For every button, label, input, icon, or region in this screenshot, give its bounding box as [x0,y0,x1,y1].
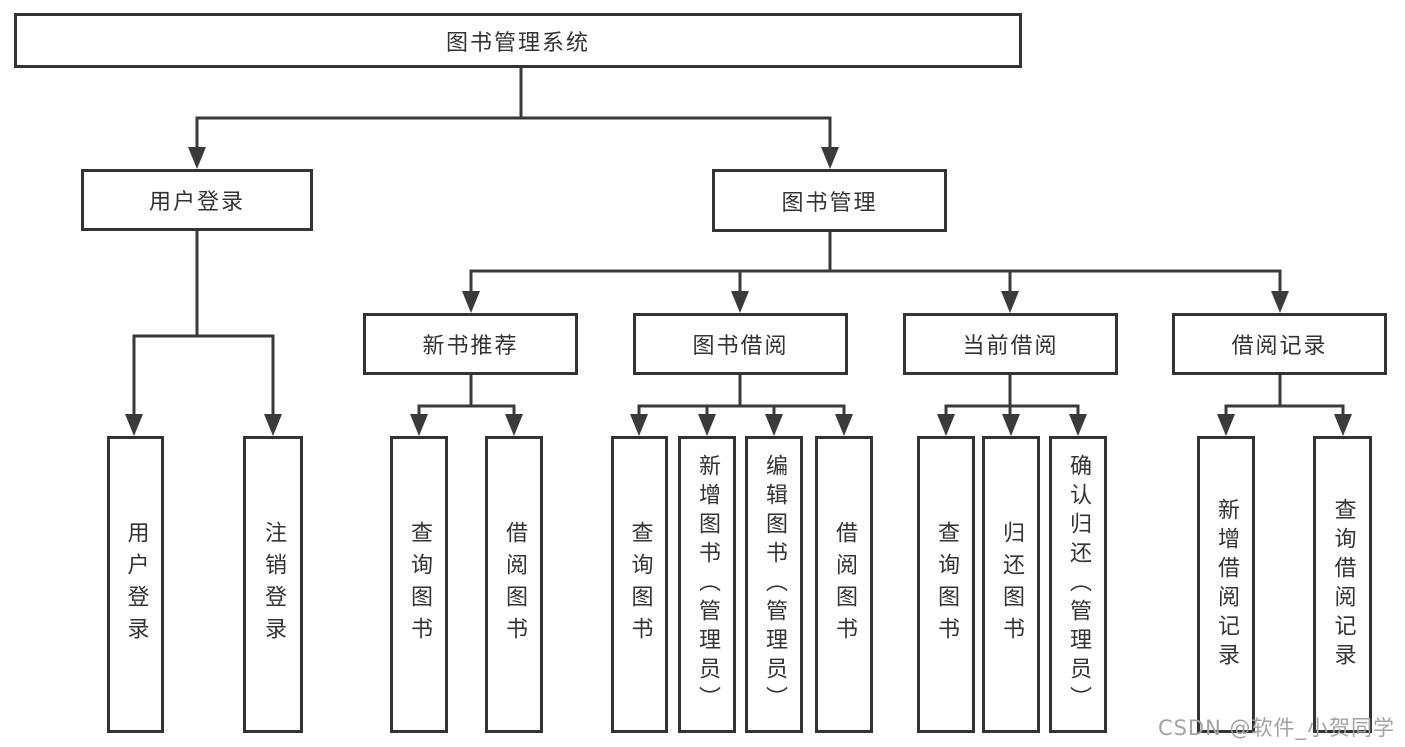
node-leaf-edit-book-admin-label: 编辑图书（管理员） [762,454,787,715]
node-leaf-query-books-3-label: 查询图书 [934,520,959,649]
node-user-login-label: 用户登录 [148,190,245,215]
node-leaf-return-books-label: 归还图书 [999,520,1024,649]
node-leaf-query-borrow-record-label: 查询借阅记录 [1330,497,1356,672]
node-leaf-borrow-books-1-label: 借阅图书 [502,520,527,649]
node-leaf-borrow-books-2-label: 借阅图书 [832,520,857,649]
node-leaf-query-books-1: 查询图书 [390,436,448,733]
node-new-book-recommend-label: 新书推荐 [422,334,519,359]
node-leaf-confirm-return-admin: 确认归还（管理员） [1049,436,1107,733]
node-leaf-add-book-admin: 新增图书（管理员） [678,436,736,733]
node-borrowing-records: 借阅记录 [1172,313,1387,375]
node-book-management: 图书管理 [712,169,947,232]
node-book-borrowing-label: 图书借阅 [692,334,789,359]
node-book-management-label: 图书管理 [781,190,878,216]
node-leaf-logout-label: 注销登录 [261,520,286,649]
node-user-login: 用户登录 [81,169,313,231]
node-new-book-recommend: 新书推荐 [363,313,578,375]
node-leaf-query-books-1-label: 查询图书 [407,520,432,649]
node-leaf-add-borrow-record: 新增借阅记录 [1197,436,1255,733]
node-current-borrowing: 当前借阅 [903,313,1118,375]
node-leaf-borrow-books-2: 借阅图书 [815,436,873,733]
node-current-borrowing-label: 当前借阅 [962,334,1059,359]
node-book-borrowing: 图书借阅 [633,313,848,375]
node-leaf-add-borrow-record-label: 新增借阅记录 [1214,497,1239,672]
node-root-system-label: 图书管理系统 [445,30,590,56]
csdn-watermark: CSDN @软件_小贺同学 [1157,716,1395,740]
node-leaf-user-login-label: 用户登录 [123,520,149,649]
node-borrowing-records-label: 借阅记录 [1231,334,1328,359]
node-leaf-logout: 注销登录 [243,436,303,733]
node-leaf-query-borrow-record: 查询借阅记录 [1313,436,1372,733]
node-leaf-query-books-2: 查询图书 [611,436,668,733]
node-leaf-add-book-admin-label: 新增图书（管理员） [695,454,720,715]
node-leaf-query-books-3: 查询图书 [917,436,975,733]
node-leaf-query-books-2-label: 查询图书 [627,520,653,649]
node-leaf-return-books: 归还图书 [982,436,1040,733]
node-leaf-user-login: 用户登录 [107,436,164,733]
node-root-system: 图书管理系统 [14,13,1022,68]
node-leaf-borrow-books-1: 借阅图书 [485,436,543,733]
node-leaf-confirm-return-admin-label: 确认归还（管理员） [1066,454,1091,715]
node-leaf-edit-book-admin: 编辑图书（管理员） [745,436,803,733]
